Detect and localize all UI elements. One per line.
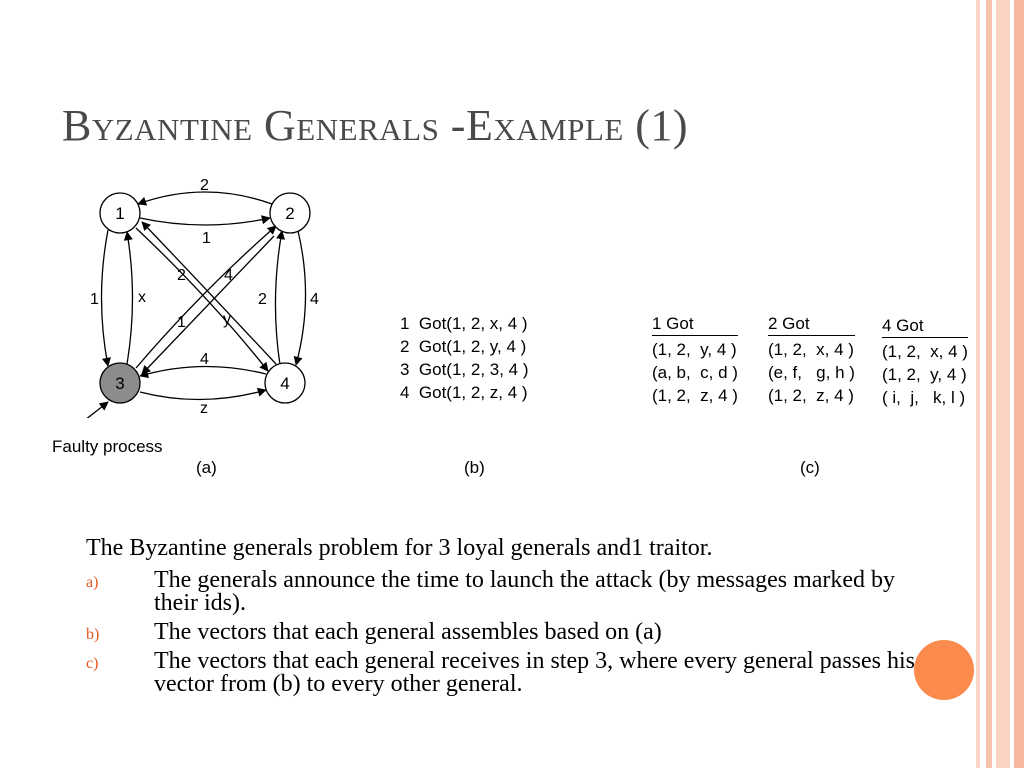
edge-label-bottom-z: z xyxy=(200,400,208,417)
node-4-label: 4 xyxy=(280,374,289,393)
vector-b-row: 2 Got(1, 2, y, 4 ) xyxy=(400,337,527,356)
vector-c-header: 4 Got xyxy=(882,314,968,338)
edge-label-diag-4: 4 xyxy=(224,267,233,284)
edge-1-to-3-left xyxy=(100,229,111,367)
node-2-label: 2 xyxy=(285,204,294,223)
edge-2-to-3-diag xyxy=(141,235,275,375)
caption-c: (c) xyxy=(800,458,820,477)
edge-2-to-1-top xyxy=(137,191,273,206)
vector-b-row: 4 Got(1, 2, z, 4 ) xyxy=(400,383,528,402)
list-marker: b) xyxy=(86,626,100,643)
orange-circle-decoration xyxy=(914,640,974,700)
node-2 xyxy=(269,192,311,234)
caption-a: (a) xyxy=(196,458,217,477)
edge-1-to-2-top xyxy=(139,215,271,226)
lead-paragraph: The Byzantine generals problem for 3 loy… xyxy=(86,535,713,561)
vector-c-header: 2 Got xyxy=(768,312,855,336)
edge-label-bottom-4: 4 xyxy=(200,351,209,368)
vector-b-row: 3 Got(1, 2, 3, 4 ) xyxy=(400,360,529,379)
vectors-c-col-1: 1 Got (1, 2, y, 4 ) (a, b, c, d ) (1, 2,… xyxy=(652,312,738,407)
node-3 xyxy=(99,362,141,404)
vector-c-header: 1 Got xyxy=(652,312,738,336)
edge-4-to-1-diag xyxy=(141,221,277,365)
edge-4-to-3-bottom xyxy=(139,365,267,379)
vector-c-row: (1, 2, x, 4 ) xyxy=(768,340,854,359)
list-item: b) The vectors that each general assembl… xyxy=(86,619,916,645)
list-marker: c) xyxy=(86,655,99,672)
vector-b-row: 1 Got(1, 2, x, 4 ) xyxy=(400,314,528,333)
list-item: c) The vectors that each general receive… xyxy=(86,648,916,697)
deco-band-3 xyxy=(996,0,1010,768)
edge-2-to-4-right xyxy=(293,230,307,366)
body-text: The Byzantine generals problem for 3 loy… xyxy=(86,533,916,696)
list-item-text: The generals announce the time to launch… xyxy=(154,567,896,616)
edge-label-right-2: 2 xyxy=(258,291,267,308)
edge-3-to-2-diag xyxy=(135,225,277,369)
vector-c-row: (a, b, c, d ) xyxy=(652,363,738,382)
list-marker: a) xyxy=(86,574,99,591)
node-1-label: 1 xyxy=(115,204,124,223)
edge-label-left-x: x xyxy=(138,289,146,306)
edge-label-diag-1: 1 xyxy=(177,314,186,331)
edge-label-diag-y: y xyxy=(223,311,231,328)
edge-1-to-4-diag xyxy=(135,227,269,372)
edge-label-right-4: 4 xyxy=(310,291,319,308)
vector-c-row: (e, f, g, h ) xyxy=(768,363,855,382)
vector-c-row: (1, 2, z, 4 ) xyxy=(652,386,738,405)
vectors-c-col-2: 2 Got (1, 2, x, 4 ) (e, f, g, h ) (1, 2,… xyxy=(768,312,855,407)
faulty-pointer-arrow xyxy=(86,401,109,418)
deco-band-4 xyxy=(1014,0,1024,768)
vector-c-row: ( i, j, k, l ) xyxy=(882,388,966,407)
list-item-text: The vectors that each general assembles … xyxy=(154,619,662,645)
list-item-text: The vectors that each general receives i… xyxy=(154,648,915,697)
edge-label-top-2: 2 xyxy=(200,177,209,194)
node-4 xyxy=(264,362,306,404)
deco-band-2 xyxy=(986,0,992,768)
vectors-c-col-3: 4 Got (1, 2, x, 4 ) (1, 2, y, 4 ) ( i, j… xyxy=(882,314,968,409)
vector-c-row: (1, 2, y, 4 ) xyxy=(652,340,737,359)
diagram-a: 1 2 3 4 2 1 1 x 2 4 2 4 1 y 4 z xyxy=(86,177,319,418)
faulty-process-label: Faulty process xyxy=(52,437,163,456)
edge-label-diag-2: 2 xyxy=(177,267,186,284)
edge-3-to-4-bottom xyxy=(139,387,267,401)
vector-c-row: (1, 2, y, 4 ) xyxy=(882,365,967,384)
edge-label-top-1: 1 xyxy=(202,230,211,247)
vector-c-row: (1, 2, z, 4 ) xyxy=(768,386,854,405)
list-item: a) The generals announce the time to lau… xyxy=(86,567,916,616)
vector-c-row: (1, 2, x, 4 ) xyxy=(882,342,968,361)
slide-title: Byzantine Generals -Example (1) xyxy=(62,101,689,150)
vectors-b: 1 Got(1, 2, x, 4 ) 2 Got(1, 2, y, 4 ) 3 … xyxy=(400,312,529,404)
edge-4-to-2-right xyxy=(274,230,286,366)
caption-b: (b) xyxy=(464,458,485,477)
edge-3-to-1-left xyxy=(123,231,134,365)
edge-label-left-1: 1 xyxy=(90,291,99,308)
deco-band-1 xyxy=(976,0,980,768)
node-1 xyxy=(99,192,141,234)
node-3-label: 3 xyxy=(115,374,124,393)
